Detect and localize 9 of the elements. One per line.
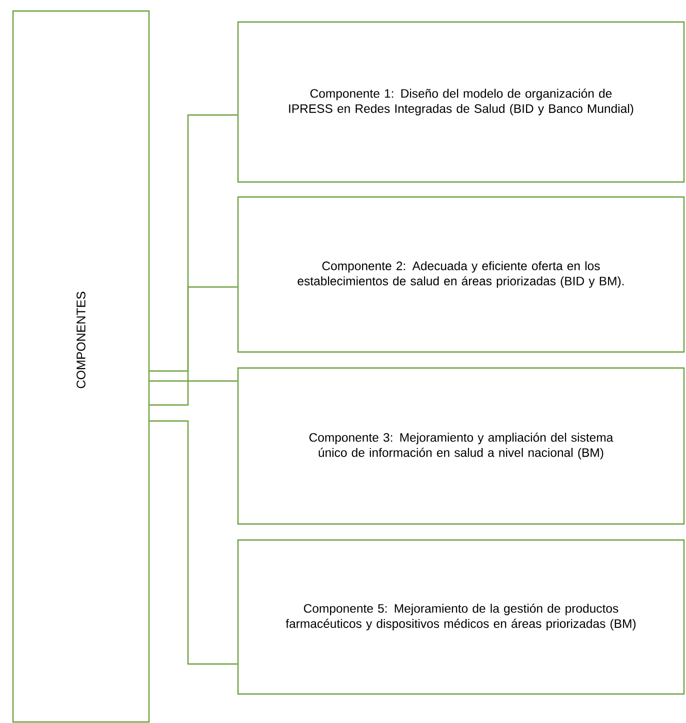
- component-box: Componente 3: Mejoramiento y ampliación del sistema único de información en salud a nivel nacional (BM): [237, 367, 685, 525]
- component-box: Componente 5: Mejoramiento de la gestión de productos farmacéuticos y dispositivos médicos en áreas priorizadas (BM): [237, 539, 685, 695]
- heading-box: COMPONENTES: [12, 10, 150, 723]
- connector-line: [150, 380, 238, 406]
- connector-line: [150, 420, 238, 665]
- connector-line: [150, 114, 238, 372]
- component-box: Componente 2: Adecuada y eficiente oferta en los establecimientos de salud en áreas priorizadas (BID y BM).: [237, 196, 685, 353]
- component-box: Componente 1: Diseño del modelo de organización de IPRESS en Redes Integradas de Salud (BID y Banco Mundial): [237, 21, 685, 183]
- connector-line: [150, 286, 238, 382]
